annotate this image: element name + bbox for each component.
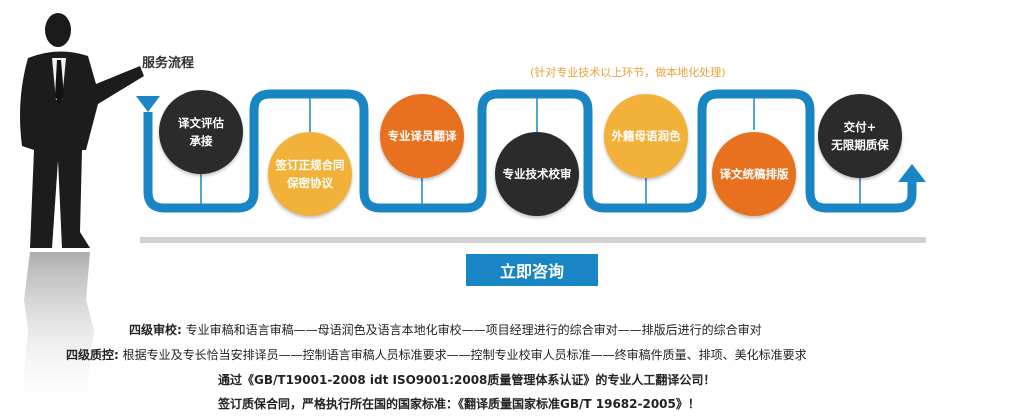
quality-control-label: 四级质控: <box>66 348 119 362</box>
review-label: 四级审校: <box>129 323 182 337</box>
divider-bar <box>140 237 926 243</box>
step-4-node: 专业技术校审 <box>495 132 579 216</box>
quality-control-line: 四级质控: 根据专业及专长恰当安排译员——控制语言审稿人员标准要求——控制专业校… <box>66 346 807 363</box>
step-5-node: 外籍母语润色 <box>604 94 688 178</box>
step-4-line-1: 专业技术校审 <box>503 165 572 183</box>
step-2-line-2: 保密协议 <box>287 174 333 192</box>
review-line: 四级审校: 专业审稿和语言审稿——母语润色及语言本地化审校——项目经理进行的综合… <box>129 321 762 338</box>
step-6-node: 译文统稿排版 <box>712 132 796 216</box>
step-7-line-1: 交付+ <box>844 118 877 136</box>
quality-control-text: 根据专业及专长恰当安排译员——控制语言审稿人员标准要求——控制专业校审人员标准—… <box>119 348 807 362</box>
step-7-line-2: 无限期质保 <box>831 136 889 154</box>
step-1-line-1: 译文评估 <box>178 114 224 132</box>
step-1-node: 译文评估 承接 <box>159 90 243 174</box>
step-5-line-1: 外籍母语润色 <box>612 127 681 145</box>
step-1-line-2: 承接 <box>190 132 213 150</box>
consult-now-button[interactable]: 立即咨询 <box>466 254 598 286</box>
standard-line: 签订质保合同，严格执行所在国的国家标准：《翻译质量国家标准GB/T 19682-… <box>218 395 700 412</box>
step-7-node: 交付+ 无限期质保 <box>818 94 902 178</box>
step-6-line-1: 译文统稿排版 <box>720 165 789 183</box>
step-2-node: 签订正规合同 保密协议 <box>268 132 352 216</box>
step-3-line-1: 专业译员翻译 <box>388 127 457 145</box>
step-3-node: 专业译员翻译 <box>380 94 464 178</box>
review-text: 专业审稿和语言审稿——母语润色及语言本地化审校——项目经理进行的综合审对——排版… <box>182 323 762 337</box>
certification-line: 通过《GB/T19001-2008 idt ISO9001:2008质量管理体系… <box>218 371 715 388</box>
step-2-line-1: 签订正规合同 <box>276 156 345 174</box>
